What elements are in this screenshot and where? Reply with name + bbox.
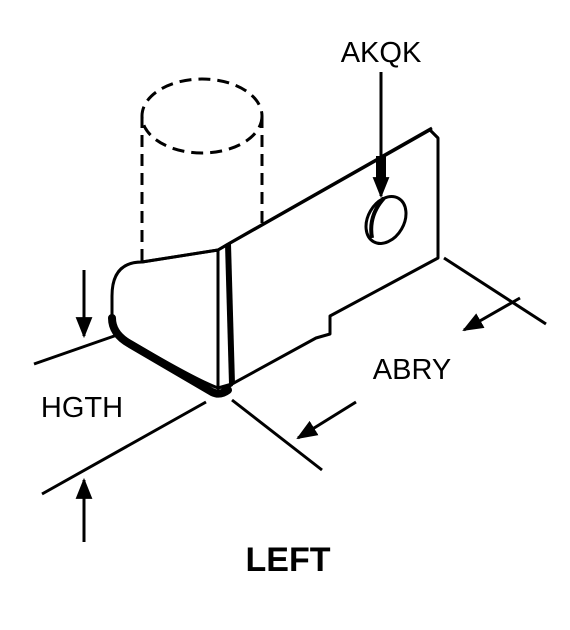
hgth-dimension xyxy=(33,270,207,542)
abry-dimension xyxy=(231,256,547,472)
akqk-label: AKQK xyxy=(341,37,422,69)
bracket-tab xyxy=(216,126,440,392)
abry-label: ABRY xyxy=(373,354,451,386)
terminal-hole xyxy=(364,195,408,245)
akqk-callout: AKQK xyxy=(341,37,422,199)
hgth-label: HGTH xyxy=(41,392,123,424)
view-caption: LEFT xyxy=(246,541,331,579)
bracket-base xyxy=(108,248,232,398)
